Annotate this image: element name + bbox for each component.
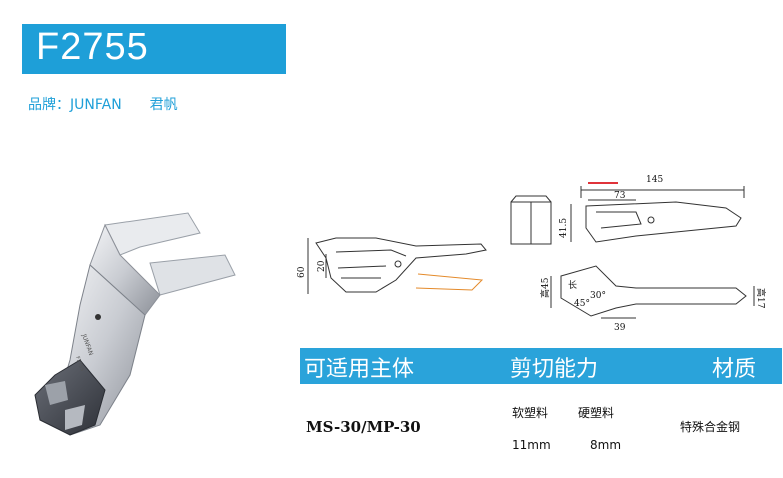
hard-plastic-label: 硬塑料 [578, 406, 615, 420]
brand-label: 品牌：JUNFAN [28, 97, 122, 113]
col-applicable-body: 可适用主体 [304, 357, 415, 382]
dim-41-5: 41.5 [559, 218, 569, 238]
dim-long: 长 [568, 279, 577, 291]
spec-header-bar: 可适用主体 剪切能力 材质 [300, 348, 782, 384]
material-value: 特殊合金钢 [680, 420, 741, 434]
dim-angle-45: 45° [574, 299, 590, 309]
technical-drawing: 145 73 41.5 60 20 高45 45° 30° 长 39 高17 [297, 175, 766, 333]
dim-73: 73 [614, 191, 626, 201]
dim-17: 高17 [755, 288, 766, 309]
hard-plastic-value: 8mm [590, 438, 622, 452]
dim-20: 20 [317, 260, 327, 272]
dim-angle-30: 30° [590, 291, 606, 301]
svg-text:F2755: F2755 [74, 356, 85, 373]
model-title: F2755 [36, 26, 149, 68]
title-banner: F2755 [22, 24, 286, 74]
brand-chinese-name: 君帆 [149, 97, 178, 113]
product-photo: JUNFAN F2755 [34, 212, 236, 436]
col-material: 材质 [712, 357, 757, 382]
dim-145: 145 [646, 175, 663, 185]
col-cutting-capacity: 剪切能力 [510, 357, 599, 382]
brand-line: 品牌：JUNFAN 君帆 [28, 94, 178, 114]
dim-39: 39 [614, 323, 626, 333]
model-compat: MS-30/MP-30 [306, 418, 421, 436]
dim-45: 高45 [539, 277, 551, 298]
soft-plastic-value: 11mm [512, 438, 551, 452]
dim-60: 60 [297, 266, 307, 278]
soft-plastic-label: 软塑料 [512, 406, 549, 420]
